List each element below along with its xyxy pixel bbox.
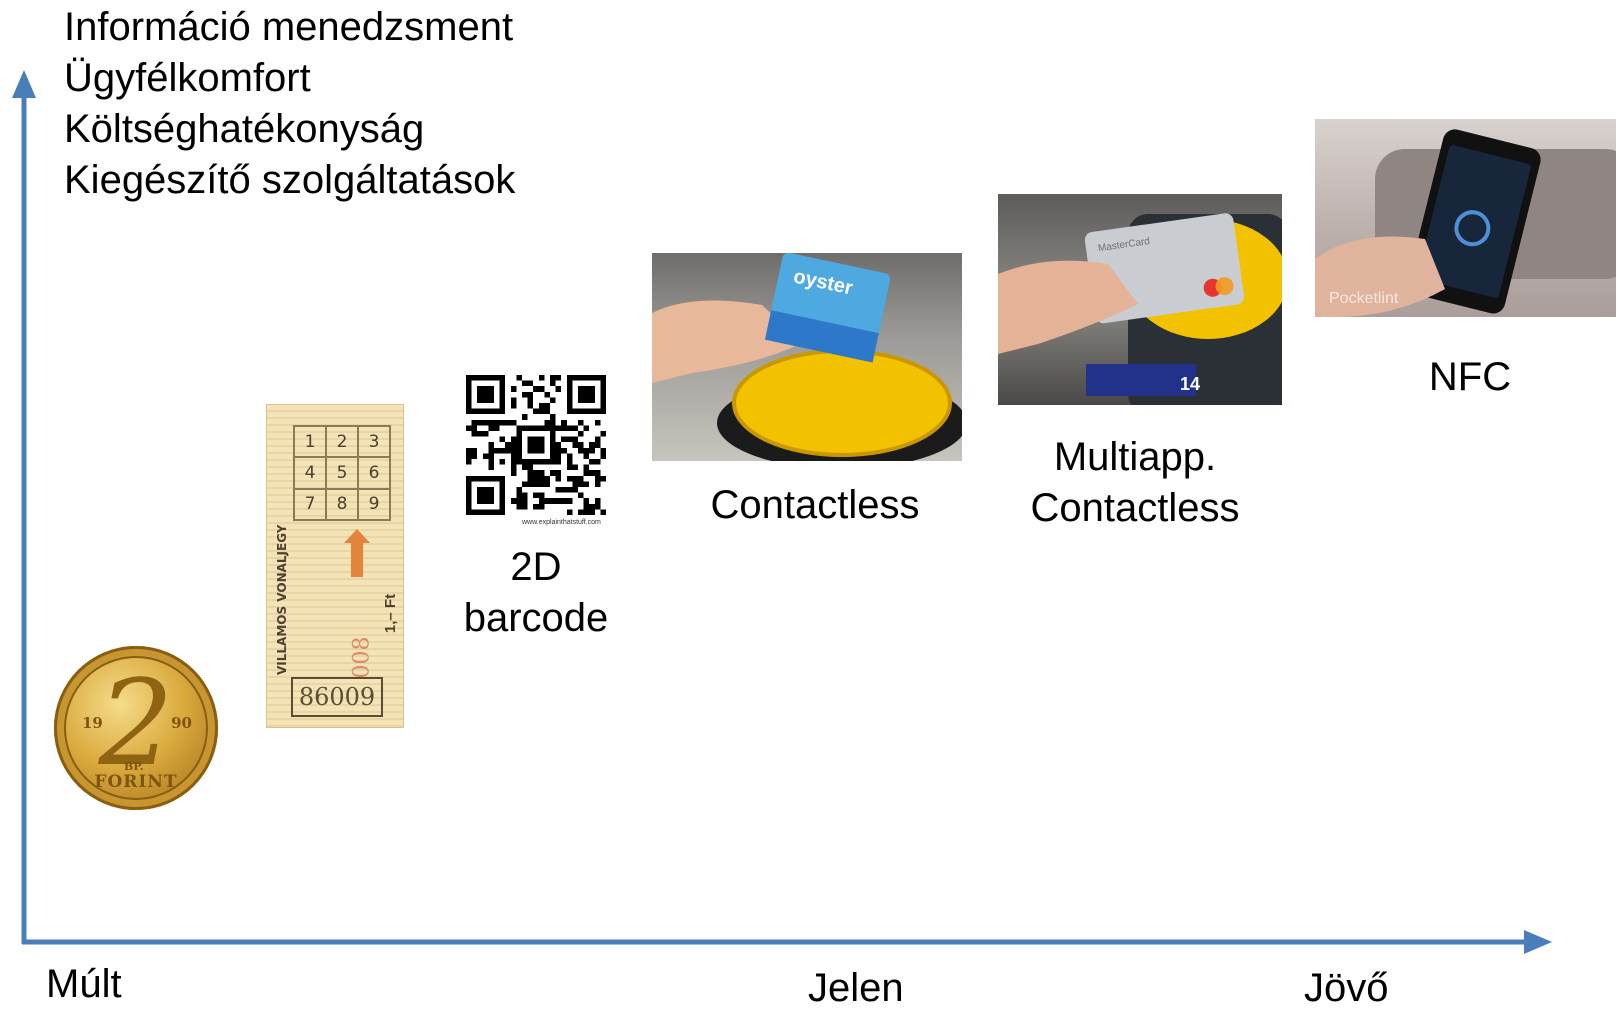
qr-code-icon	[466, 375, 606, 515]
ticket-price: 1,– Ft	[382, 593, 400, 634]
ticket-grid-cell: 6	[358, 457, 390, 489]
y-axis-arrowhead	[12, 70, 36, 98]
coin-currency: FORINT	[94, 772, 178, 792]
coin-year-left: 19	[82, 714, 103, 732]
nfc-phone-illustration: Pocketlint	[1315, 129, 1616, 317]
ticket-serial: 86009	[291, 677, 383, 717]
ticket-grid-cell: 2	[326, 426, 358, 458]
multiapp-card-photo: 14 MasterCard	[998, 194, 1282, 405]
gate-number: 14	[1180, 374, 1200, 394]
caption-contactless: Contactless	[700, 480, 930, 531]
ticket-grid-cell: 5	[326, 457, 358, 489]
caption-line: Contactless	[710, 483, 920, 527]
paper-ticket-image: 1 2 3 4 5 6 7 8 9 1,– Ft VILLAMOS VONALJ…	[266, 404, 404, 728]
ticket-title: VILLAMOS VONALJEGY	[275, 524, 289, 676]
caption-line: Multiapp.	[1053, 435, 1217, 479]
caption-multiapp-contactless: Multiapp. Contactless	[1010, 432, 1260, 534]
coin-denomination: 2	[98, 654, 174, 792]
benefits-list: Információ menedzsment Ügyfélkomfort Köl…	[64, 2, 515, 206]
caption-2d-barcode: 2D barcode	[446, 542, 626, 644]
ticket-grid-cell: 9	[358, 488, 390, 520]
caption-nfc: NFC	[1410, 352, 1530, 403]
benefit-item: Ügyfélkomfort	[64, 56, 311, 100]
axis-label-present: Jelen	[808, 966, 904, 1010]
coin-year-right: 90	[171, 714, 192, 732]
caption-line: barcode	[463, 596, 609, 640]
ticket-grid-cell: 8	[326, 488, 358, 520]
benefit-item: Kiegészítő szolgáltatások	[64, 158, 516, 202]
ticket-grid-cell: 4	[294, 457, 326, 489]
qr-credit: www.explainthatstuff.com	[522, 519, 601, 526]
axis-label-past: Múlt	[46, 962, 122, 1006]
multiapp-reader-illustration: 14 MasterCard	[998, 213, 1282, 405]
ticket-punch-grid: 1 2 3 4 5 6 7 8 9	[293, 425, 391, 521]
benefit-item: Költséghatékonyság	[64, 107, 425, 151]
ticket-grid-cell: 3	[358, 426, 390, 458]
coin-mint: BP.	[124, 760, 144, 773]
forint-coin-image: 2 19 90 BP. FORINT	[54, 646, 218, 810]
caption-line: 2D	[510, 545, 562, 589]
nfc-phone-photo: Pocketlint	[1315, 119, 1616, 317]
ticket-grid-cell: 1	[294, 426, 326, 458]
benefit-item: Információ menedzsment	[64, 5, 514, 49]
x-axis-arrowhead	[1524, 930, 1552, 954]
oyster-card-photo: oyster	[652, 253, 962, 461]
ticket-red-number: 008	[349, 636, 375, 679]
ticket-arrow-icon	[344, 529, 370, 577]
caption-line: NFC	[1428, 355, 1512, 399]
axis-label-future: Jövő	[1304, 966, 1389, 1010]
qr-code-image: www.explainthatstuff.com	[466, 375, 606, 526]
oyster-reader-illustration: oyster	[652, 253, 962, 461]
nfc-watermark: Pocketlint	[1329, 290, 1399, 307]
ticket-grid-cell: 7	[294, 488, 326, 520]
caption-line: Contactless	[1030, 486, 1240, 530]
